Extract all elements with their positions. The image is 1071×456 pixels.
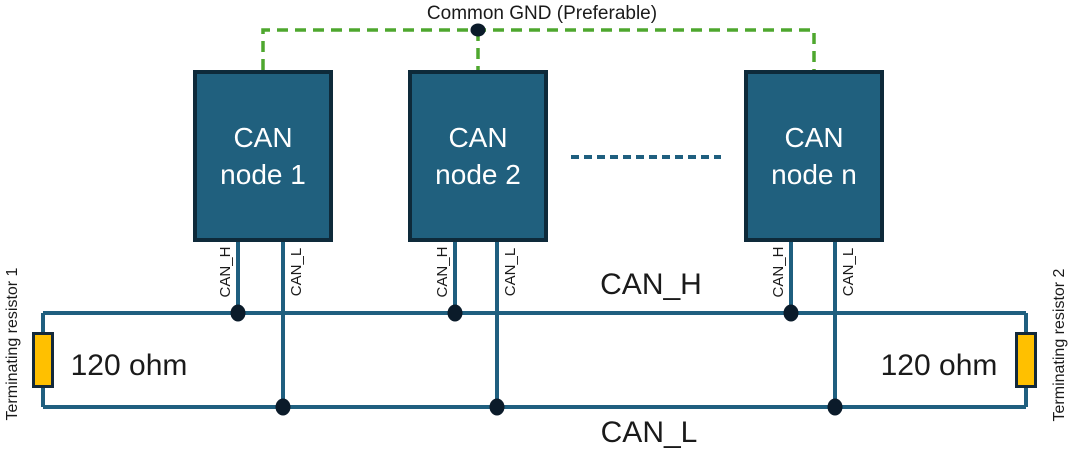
terminating-resistor-1	[32, 332, 54, 388]
terminating-resistor-1-label: Terminating resistor 1	[4, 267, 21, 421]
junction-dot	[230, 304, 246, 322]
junction-dot	[275, 398, 291, 416]
junction-dot	[447, 304, 463, 322]
node2-canl-pin-label: CAN_L	[502, 247, 519, 297]
node1-canl-pin-label: CAN_L	[288, 247, 305, 297]
noden-canh-pin-label: CAN_H	[770, 246, 787, 298]
can-node-2: CAN node 2	[408, 70, 548, 242]
ground-junction-dot	[470, 23, 486, 37]
node2-canh-pin-label: CAN_H	[434, 246, 451, 298]
ground-dashed-line	[261, 28, 816, 70]
node1-canh-pin-label: CAN_H	[217, 246, 234, 298]
can-node-n-label-line1: CAN	[784, 122, 844, 153]
resistor-1-value-label: 120 ohm	[70, 349, 188, 382]
can-l-bus-label: CAN_L	[600, 416, 698, 449]
terminating-resistor-2	[1015, 332, 1037, 388]
resistor-2-value-label: 120 ohm	[880, 349, 998, 382]
can-node-1-label-line1: CAN	[233, 122, 293, 153]
noden-canl-pin-label: CAN_L	[840, 247, 857, 297]
can-node-1: CAN node 1	[193, 70, 333, 242]
can-node-1-label-line2: node 1	[220, 159, 306, 190]
common-gnd-label: Common GND (Preferable)	[426, 3, 658, 24]
can-node-2-label-line1: CAN	[448, 122, 508, 153]
can-node-n: CAN node n	[744, 70, 884, 242]
terminating-resistor-2-label: Terminating resistor 2	[1051, 268, 1068, 422]
junction-dot	[783, 304, 799, 322]
can-node-2-label-line2: node 2	[435, 159, 521, 190]
can-h-bus-label: CAN_H	[600, 268, 702, 301]
junction-dot	[827, 398, 843, 416]
junction-dot	[489, 398, 505, 416]
can-node-n-label-line2: node n	[771, 159, 857, 190]
